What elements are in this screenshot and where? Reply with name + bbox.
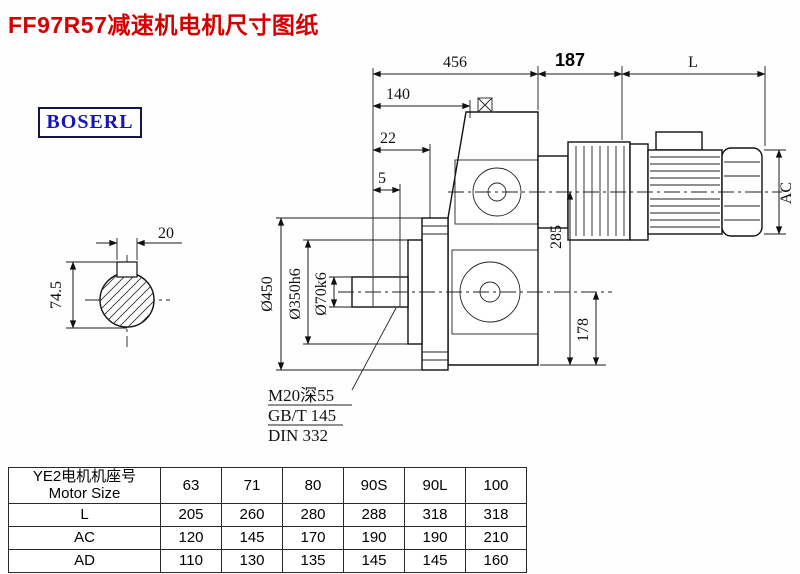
note-thread: M20深55 [268, 386, 334, 405]
dim-178: 178 [575, 318, 592, 342]
height-dimensions: 285 178 AC [540, 149, 795, 366]
table-cell: 210 [465, 525, 527, 550]
table-cell: 318 [465, 502, 527, 527]
technical-drawing: 20 74.5 456 187 L 140 22 [48, 50, 795, 445]
motor-size-63: 63 [160, 467, 222, 504]
table-cell: 170 [282, 525, 344, 550]
dim-5: 5 [378, 170, 386, 187]
dim-140: 140 [386, 86, 410, 103]
table-cell: 190 [343, 525, 405, 550]
motor-size-90s: 90S [343, 467, 405, 504]
table-row-AC: AC 120 145 170 190 190 210 [8, 525, 527, 550]
dim-motor-flange: 187 [555, 50, 585, 70]
keyway [116, 261, 138, 278]
table-cell: 110 [160, 548, 222, 573]
dim-flange-od: Ø450 [259, 276, 276, 312]
motor-size-header: YE2电机机座号 Motor Size [8, 467, 161, 504]
table-cell: 145 [343, 548, 405, 573]
table-cell: 205 [160, 502, 222, 527]
reducer-housing [447, 97, 539, 366]
left-shaft-view: 20 74.5 [48, 225, 182, 347]
brand-logo: BOSERL [38, 107, 142, 138]
table-cell: 260 [221, 502, 283, 527]
note-gbt-standard: GB/T 145 [268, 406, 336, 425]
dim-motor-length-L: L [688, 54, 698, 71]
dim-spigot-d: Ø350h6 [287, 268, 304, 320]
dim-shaft-d: Ø70k6 [313, 272, 330, 316]
top-dimensions: 456 187 L 140 22 5 [372, 50, 766, 276]
table-cell: 145 [404, 548, 466, 573]
table-cell: 160 [465, 548, 527, 573]
motor-dimension-table: YE2电机机座号 Motor Size 63 71 80 90S 90L 100… [8, 467, 527, 573]
motor-size-100: 100 [465, 467, 527, 504]
terminal-box [655, 131, 703, 151]
row-label-AC: AC [8, 525, 161, 550]
motor-assembly [537, 131, 763, 241]
row-label-AD: AD [8, 548, 161, 573]
dim-key-width: 20 [158, 225, 174, 242]
centerlines [338, 191, 782, 293]
lifting-bolt-icon [473, 97, 497, 113]
dim-285: 285 [548, 225, 565, 249]
table-cell: 145 [221, 525, 283, 550]
dim-22: 22 [380, 130, 396, 147]
table-cell: 318 [404, 502, 466, 527]
motor-size-71: 71 [221, 467, 283, 504]
output-flange [351, 217, 449, 371]
table-row-AD: AD 110 130 135 145 145 160 [8, 548, 527, 573]
dim-overall-length: 456 [443, 54, 467, 71]
table-header-row: YE2电机机座号 Motor Size 63 71 80 90S 90L 100 [8, 467, 527, 504]
note-din-standard: DIN 332 [268, 426, 328, 445]
motor-size-label-en: Motor Size [48, 485, 121, 503]
diameter-dimensions: Ø450 Ø350h6 Ø70k6 [259, 217, 422, 371]
brand-text: BOSERL [46, 111, 134, 133]
table-cell: 288 [343, 502, 405, 527]
table-cell: 120 [160, 525, 222, 550]
dim-shaft-height: 74.5 [48, 281, 65, 309]
thread-notes: M20深55 GB/T 145 DIN 332 [268, 307, 397, 445]
motor-size-label-cn: YE2电机机座号 [32, 468, 137, 485]
motor-size-80: 80 [282, 467, 344, 504]
table-cell: 280 [282, 502, 344, 527]
dim-motor-AC: AC [778, 182, 795, 204]
motor-size-90l: 90L [404, 467, 466, 504]
table-cell: 135 [282, 548, 344, 573]
page-title: FF97R57减速机电机尺寸图纸 [8, 12, 319, 38]
row-label-L: L [8, 502, 161, 527]
table-cell: 130 [221, 548, 283, 573]
table-row-L: L 205 260 280 288 318 318 [8, 502, 527, 527]
table-cell: 190 [404, 525, 466, 550]
